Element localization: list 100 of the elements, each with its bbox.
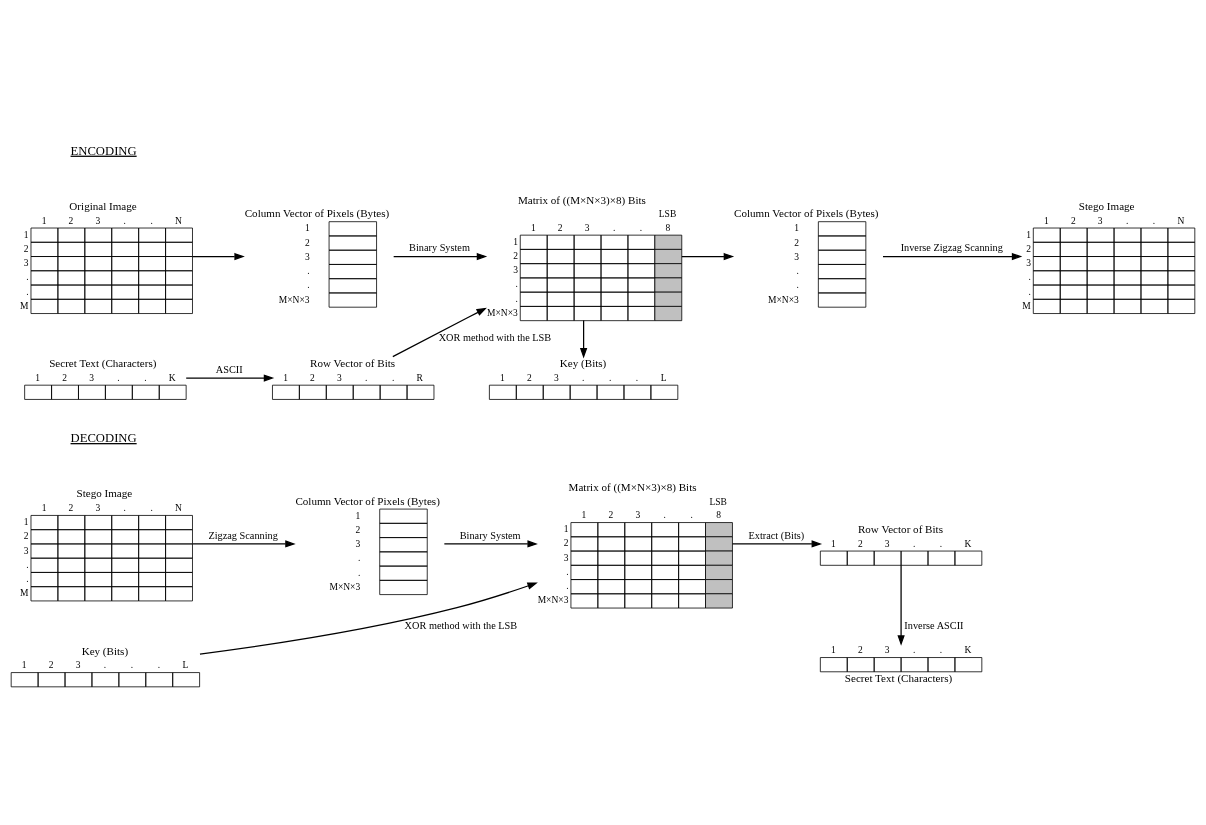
node-label: Secret Text (Characters) (844, 672, 953, 685)
node-label: 2 (857, 645, 863, 656)
node-label: Key (Bits) (81, 644, 129, 657)
arrow (681, 252, 735, 261)
node-label: 3 (355, 539, 361, 550)
arrow (393, 252, 488, 261)
node-label: K (964, 645, 972, 656)
node-label: 1 (23, 229, 29, 240)
edge-label: Binary System (409, 242, 470, 254)
node-label: 2 (68, 503, 74, 514)
arrow (192, 540, 296, 548)
node-label: M×N×3 (329, 581, 361, 592)
node-label: . (796, 280, 799, 291)
node-label: K (168, 372, 176, 383)
node-label: M×N×3 (537, 595, 569, 606)
node-label: . (912, 645, 916, 656)
node-label: 1 (304, 223, 310, 234)
node-label: . (515, 279, 518, 290)
node-label: L (660, 372, 667, 383)
node-label: LSB (709, 496, 727, 507)
node-label: Row Vector of Bits (857, 523, 943, 535)
node-label: N (175, 215, 182, 226)
node-label: . (639, 222, 643, 233)
node-label: . (26, 272, 29, 283)
node-label: . (663, 510, 666, 521)
node-label: 3 (75, 660, 81, 671)
node-label: 1 (563, 524, 569, 535)
node-label: Matrix of ((M×N×3)×8) Bits (568, 481, 697, 494)
node-label: 3 (563, 552, 569, 563)
node-label: 1 (794, 223, 799, 234)
node-label: 3 (89, 372, 94, 383)
node-label: . (123, 503, 126, 514)
node-label: . (1028, 286, 1031, 297)
node-label: M (19, 588, 29, 599)
arrow (731, 540, 823, 548)
node-label: 1 (23, 517, 29, 527)
node-label: . (1028, 272, 1031, 283)
edge-label: Inverse Zigzag Scanning (900, 242, 1003, 254)
node-label: 2 (48, 660, 54, 671)
node-label: . (1152, 215, 1156, 226)
arrow (579, 319, 588, 359)
node-label: 3 (336, 372, 342, 383)
node-label: . (150, 503, 153, 514)
node-label: M×N×3 (487, 307, 518, 318)
node-label: 3 (635, 510, 641, 521)
node-label: 8 (716, 510, 721, 521)
node-label: . (157, 660, 161, 671)
node-label: 1 (1026, 229, 1031, 240)
node-label: 2 (23, 531, 29, 542)
node-label: Column Vector of Pixels (Bytes) (244, 207, 390, 220)
node-label: 3 (23, 545, 29, 556)
arrow (191, 252, 245, 261)
node-label: . (796, 266, 799, 277)
node-label: 1 (41, 215, 47, 226)
node-label: . (1125, 215, 1129, 226)
node-label: . (144, 372, 147, 383)
edge-label: ASCII (215, 363, 243, 375)
node-label: 1 (513, 236, 518, 247)
node-label: 2 (857, 538, 863, 549)
node-label: . (357, 553, 361, 564)
node-label: 2 (526, 372, 532, 383)
node-label: Original Image (69, 199, 137, 212)
node-label: N (175, 503, 182, 514)
node-label: . (365, 372, 368, 383)
node-label: 2 (304, 237, 310, 248)
arrow (185, 374, 275, 382)
node-label: Secret Text (Characters) (49, 357, 157, 370)
node-label: . (307, 266, 310, 277)
node-label: 2 (794, 237, 799, 248)
node-label: 1 (355, 510, 361, 521)
node-label: 2 (68, 215, 74, 226)
node-label: 3 (304, 251, 310, 262)
node-label: . (26, 559, 29, 570)
node-label: K (964, 538, 972, 549)
node-label: . (123, 215, 126, 226)
node-label: . (515, 293, 518, 304)
node-label: L (182, 660, 189, 671)
node-label: 1 (581, 510, 587, 521)
node-label: . (912, 538, 916, 549)
node-label: 1 (1043, 215, 1049, 226)
node-label: . (939, 538, 943, 549)
arrow (443, 540, 538, 548)
arrow (199, 582, 538, 655)
node-label: M×N×3 (278, 294, 310, 305)
arrow (882, 252, 1023, 261)
node-label: 3 (584, 222, 590, 233)
edge-label: Inverse ASCII (904, 619, 964, 631)
node-label: . (26, 574, 29, 585)
node-label: 1 (21, 660, 27, 671)
node-label: 2 (1026, 243, 1031, 254)
node-label: 2 (563, 538, 569, 549)
node-label: Key (Bits) (559, 357, 607, 370)
node-label: 3 (95, 215, 101, 226)
node-label: LSB (658, 209, 677, 220)
node-label: 1 (41, 503, 47, 514)
node-label: . (130, 660, 134, 671)
node-label: R (416, 372, 423, 383)
node-label: 3 (513, 265, 518, 276)
node-label: . (150, 215, 153, 226)
node-label: . (939, 645, 943, 656)
